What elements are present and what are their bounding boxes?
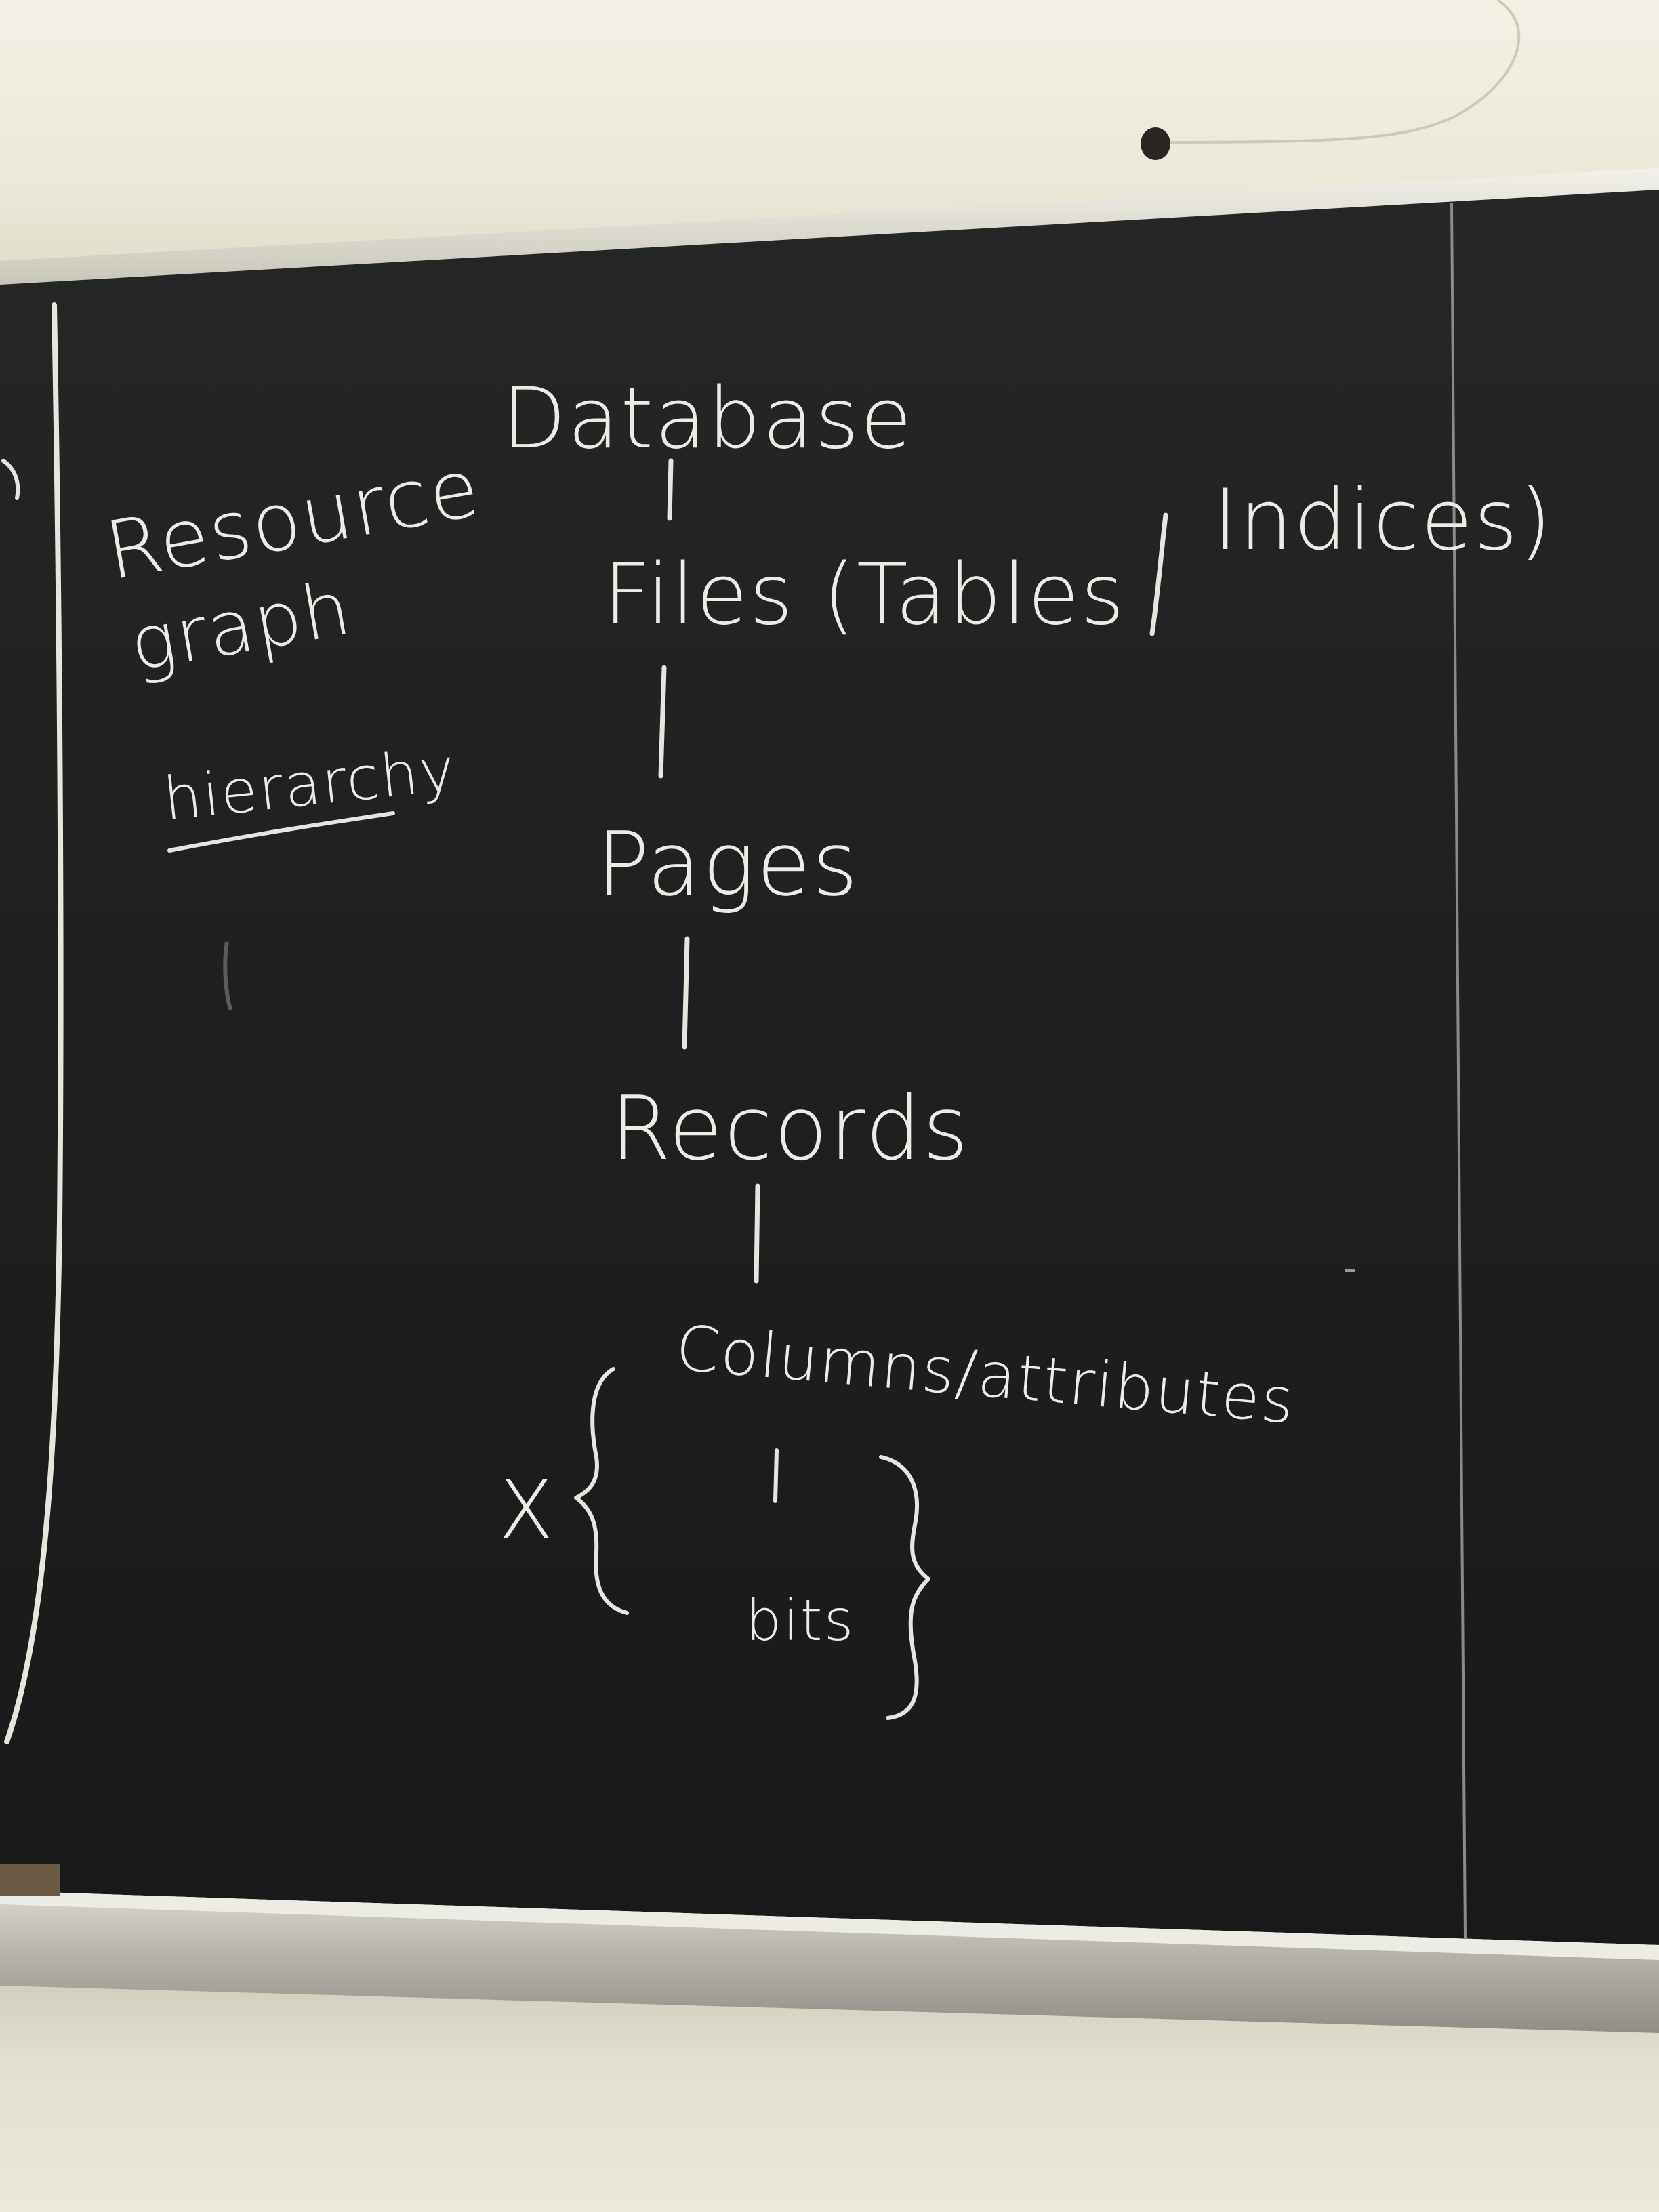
smudge-mark: [223, 941, 232, 1010]
database-label: Database: [501, 370, 914, 468]
hanging-wire: [1165, 0, 1521, 144]
chalk-tray: [0, 1891, 1659, 2033]
chalk-tray-lip: [0, 1891, 1659, 1960]
bits-label: bits: [745, 1587, 855, 1654]
slash-separator: [1149, 512, 1168, 636]
panel-seam: [1450, 203, 1467, 1939]
right-brace: [879, 1455, 930, 1720]
connector-1: [667, 458, 674, 521]
files-label: Files (Tables: [603, 546, 1126, 644]
connector-2: [658, 665, 667, 779]
connector-3: [682, 936, 690, 1050]
connector-4: [754, 1183, 760, 1284]
board-surface: [0, 190, 1659, 1945]
left-margin-line: [4, 302, 64, 1744]
indices-label: Indices): [1213, 472, 1553, 569]
rail-clip: [1141, 127, 1170, 160]
top-rail: [0, 168, 1659, 285]
records-label: Records: [610, 1077, 970, 1180]
left-brace: [574, 1367, 629, 1615]
left-edge-paren: [1, 459, 20, 500]
connector-5: [773, 1448, 779, 1503]
eraser: [0, 1864, 60, 1896]
x-mark: X: [498, 1464, 555, 1558]
hierarchy-underline: [167, 811, 395, 853]
pages-label: Pages: [596, 813, 859, 916]
